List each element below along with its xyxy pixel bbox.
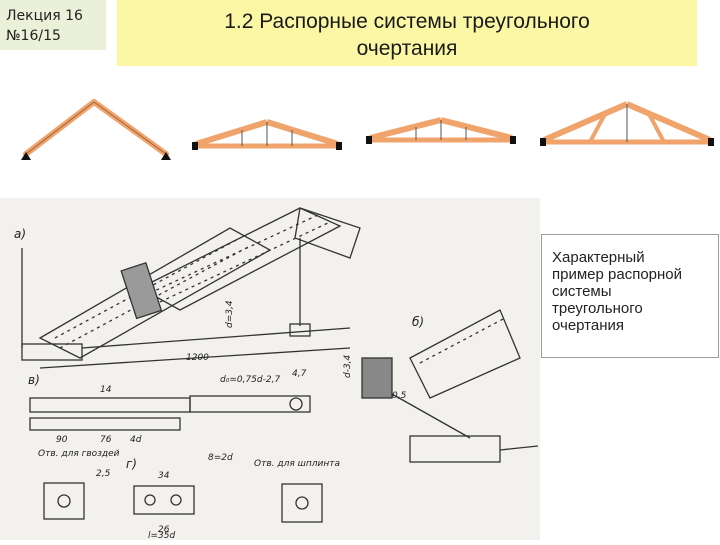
drawing-label-v: в) bbox=[28, 373, 40, 387]
slide-title-line-1: 1.2 Распорные системы треугольного bbox=[224, 10, 590, 33]
dim-2d-label: 8=2d bbox=[208, 453, 233, 463]
scheme-rafter bbox=[195, 119, 268, 147]
scheme-support bbox=[540, 138, 546, 146]
rafter-upper-beam bbox=[138, 207, 342, 311]
dim-25-label: 2,5 bbox=[96, 469, 111, 479]
connection-nail-row bbox=[419, 317, 506, 364]
dim-34-label: 34 bbox=[158, 471, 170, 481]
dim-14-label: 14 bbox=[100, 385, 112, 395]
span-label: 1200 bbox=[186, 353, 209, 363]
cotter-plate bbox=[281, 483, 323, 523]
scheme-support bbox=[510, 136, 516, 144]
scheme-brace bbox=[647, 113, 666, 143]
connection-assembly bbox=[361, 309, 539, 463]
drawing-svg: a) б) в) г) 1200 d=3,4 bbox=[14, 207, 539, 541]
scheme-outline bbox=[25, 101, 95, 155]
scheme-support bbox=[366, 136, 372, 144]
scheme-rafter bbox=[625, 101, 712, 143]
scheme-support bbox=[161, 152, 171, 160]
dim-90-label: 90 bbox=[56, 435, 68, 445]
square-plate-hole bbox=[57, 494, 71, 508]
caption-line: очертания bbox=[552, 317, 625, 334]
scheme-rafter bbox=[440, 117, 513, 141]
tie-rod bbox=[81, 327, 351, 349]
dim-26-label: 26 bbox=[158, 525, 170, 535]
connection-rod bbox=[391, 393, 471, 439]
engineering-drawing: a) б) в) г) 1200 d=3,4 bbox=[0, 198, 540, 541]
dim-d-label: d=3,4 bbox=[225, 300, 235, 328]
scheme-triangular-arch bbox=[21, 99, 171, 160]
structural-schemes bbox=[21, 99, 714, 160]
rafter-right-beam bbox=[294, 207, 361, 259]
long-plate-hole bbox=[144, 494, 156, 506]
scheme-rafter bbox=[542, 101, 629, 143]
caption-line: системы bbox=[552, 283, 612, 300]
bolt-shank bbox=[29, 417, 181, 431]
cotter-plate-hole bbox=[295, 496, 309, 510]
scheme-support bbox=[21, 152, 31, 160]
drawing-label-b: б) bbox=[412, 315, 424, 329]
lecture-label: Лекция 16 №16/15 bbox=[0, 0, 106, 50]
scheme-rafter bbox=[266, 119, 339, 147]
drawing-label-g: г) bbox=[126, 457, 137, 471]
dim-4d-label: 4d bbox=[130, 435, 142, 445]
caption-line: пример распорной bbox=[552, 266, 683, 283]
dim-05-label: 0,5 bbox=[392, 391, 407, 401]
dim-76-label: 76 bbox=[100, 435, 112, 445]
dim-47-label: 4,7 bbox=[292, 369, 307, 379]
long-plate bbox=[133, 485, 195, 515]
lecture-number: Лекция 16 bbox=[6, 8, 83, 24]
rafter-assembly bbox=[21, 207, 361, 369]
lecture-code: №16/15 bbox=[6, 28, 61, 44]
rafter-nail-row bbox=[149, 213, 321, 294]
note-cotter-label: Отв. для шплинта bbox=[254, 459, 340, 469]
tie-connector bbox=[289, 323, 311, 337]
slide-title: 1.2 Распорные системы треугольного очерт… bbox=[117, 0, 697, 66]
scheme-support bbox=[336, 142, 342, 150]
rafter-hatched-block bbox=[120, 262, 163, 320]
scheme-support bbox=[708, 138, 714, 146]
rafter-nail-row bbox=[159, 221, 331, 303]
bolt-body bbox=[29, 397, 191, 413]
scheme-outline bbox=[93, 101, 167, 155]
dim-075-label: d₀=0,75d-2,7 bbox=[220, 375, 280, 385]
bolt-hole bbox=[289, 397, 303, 411]
bolt-detail bbox=[29, 395, 311, 431]
scheme-rafter bbox=[369, 117, 442, 141]
turnbuckle bbox=[409, 435, 501, 463]
scheme-truss-tie bbox=[192, 119, 342, 150]
scheme-brace bbox=[588, 113, 607, 143]
dim-d2-label: d-3,4 bbox=[343, 354, 353, 378]
turnbuckle-rod bbox=[499, 445, 539, 451]
drawing-label-a: a) bbox=[14, 227, 26, 241]
scheme-low-truss bbox=[366, 117, 516, 144]
scheme-support bbox=[192, 142, 198, 150]
bolt-eye bbox=[189, 395, 311, 413]
connection-beam bbox=[409, 309, 521, 399]
span-dimension bbox=[39, 347, 351, 369]
support-base bbox=[21, 343, 83, 361]
long-plate-hole bbox=[170, 494, 182, 506]
scheme-raised-tie-truss bbox=[540, 101, 714, 146]
caption-box: Характерный пример распорной системы тре… bbox=[541, 234, 719, 358]
slide-title-line-2: очертания bbox=[356, 37, 458, 60]
note-bolt-label: Отв. для гвоздей bbox=[38, 449, 120, 459]
caption-line: Характерный bbox=[552, 249, 645, 266]
plate-details bbox=[43, 482, 323, 523]
dim-35d-label: l=35d bbox=[148, 531, 175, 540]
caption-line: треугольного bbox=[552, 300, 643, 317]
square-plate bbox=[43, 482, 85, 520]
connection-plate bbox=[361, 357, 393, 399]
